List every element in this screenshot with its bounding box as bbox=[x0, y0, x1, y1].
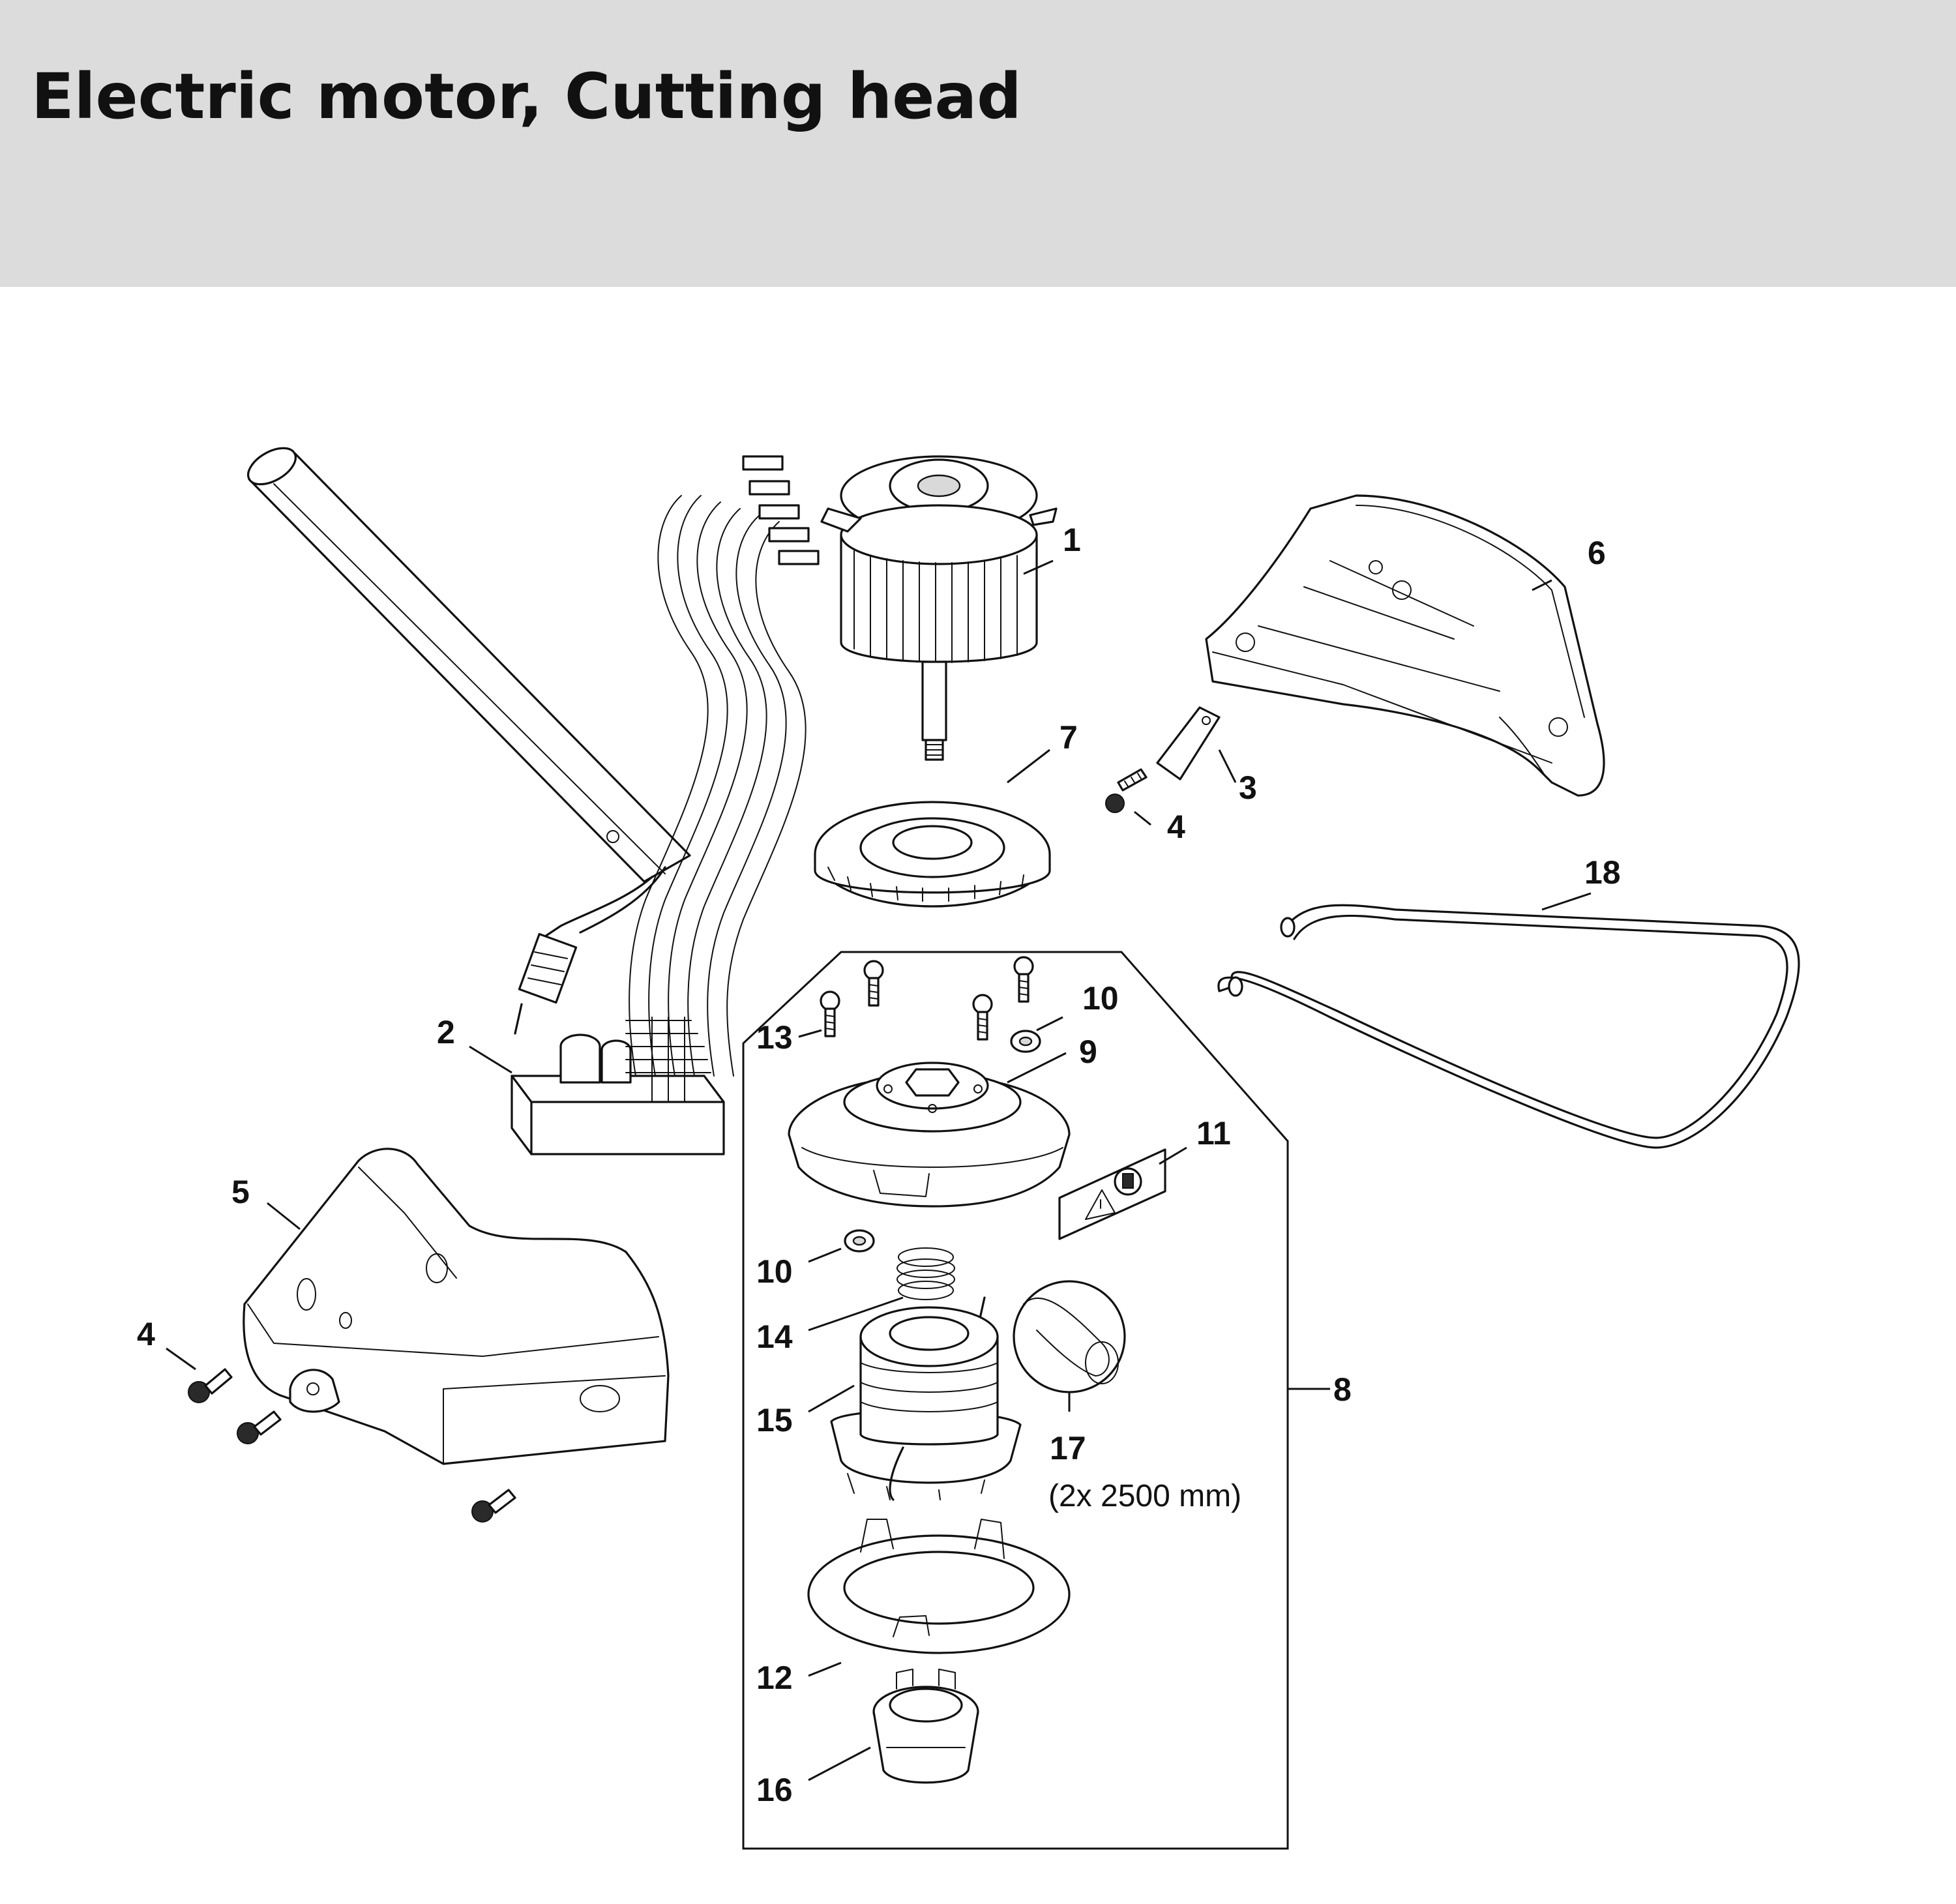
callout-15: 15 bbox=[756, 1402, 793, 1438]
callout-10: 10 bbox=[1082, 980, 1119, 1017]
callout-2: 2 bbox=[437, 1014, 455, 1050]
deflector-rod bbox=[1217, 904, 1800, 1149]
callout-1: 1 bbox=[1063, 522, 1081, 558]
screw bbox=[1105, 768, 1148, 813]
callout-16: 16 bbox=[756, 1772, 793, 1808]
housing-screws bbox=[188, 1368, 516, 1523]
adapter-nut bbox=[872, 1669, 979, 1784]
spool-cover bbox=[807, 1519, 1071, 1654]
callout-8: 8 bbox=[1333, 1371, 1352, 1408]
drive-tube bbox=[247, 447, 691, 1035]
callout-9: 9 bbox=[1079, 1034, 1097, 1070]
spool-housing bbox=[788, 1062, 1071, 1208]
callout-4: 4 bbox=[137, 1316, 155, 1352]
callout-11: 11 bbox=[1196, 1115, 1231, 1152]
screws-kit bbox=[820, 956, 1034, 1041]
callout-3: 3 bbox=[1239, 769, 1257, 806]
cutting-line-detail bbox=[977, 1280, 1126, 1393]
spring bbox=[896, 1247, 955, 1300]
kit-outline bbox=[742, 951, 1289, 1850]
callout-5: 5 bbox=[231, 1174, 250, 1210]
lower-housing bbox=[243, 1148, 670, 1465]
motor-wiring-harness bbox=[629, 455, 820, 1077]
warning-triangle-icon bbox=[1085, 1189, 1116, 1220]
upper-housing bbox=[1205, 494, 1605, 797]
callout-18: 18 bbox=[1584, 854, 1621, 891]
header-bar: Electric motor, Cutting head bbox=[0, 0, 1956, 287]
electric-motor bbox=[820, 455, 1058, 761]
callout-13: 13 bbox=[756, 1019, 793, 1056]
callout-14: 14 bbox=[756, 1318, 793, 1355]
leader-lines bbox=[166, 559, 1592, 1781]
page-title: Electric motor, Cutting head bbox=[31, 60, 1022, 133]
callout-4: 4 bbox=[1167, 809, 1185, 845]
callout-7: 7 bbox=[1060, 719, 1078, 756]
fan-flange bbox=[814, 801, 1051, 908]
callout-6: 6 bbox=[1588, 535, 1606, 571]
warning-label bbox=[1058, 1148, 1166, 1240]
callout-labels: 1 2 3 4 5 6 7 8 9 10 11 12 13 10 14 15 1… bbox=[137, 522, 1621, 1808]
washer bbox=[844, 1030, 1041, 1253]
electronic-module bbox=[511, 1017, 725, 1155]
spool bbox=[830, 1306, 1022, 1501]
callout-12: 12 bbox=[756, 1659, 793, 1696]
cover-clip bbox=[1156, 706, 1221, 781]
line-length-note: (2x 2500 mm) bbox=[1048, 1479, 1241, 1513]
callout-17: 17 bbox=[1050, 1430, 1086, 1466]
callout-10: 10 bbox=[756, 1253, 793, 1290]
